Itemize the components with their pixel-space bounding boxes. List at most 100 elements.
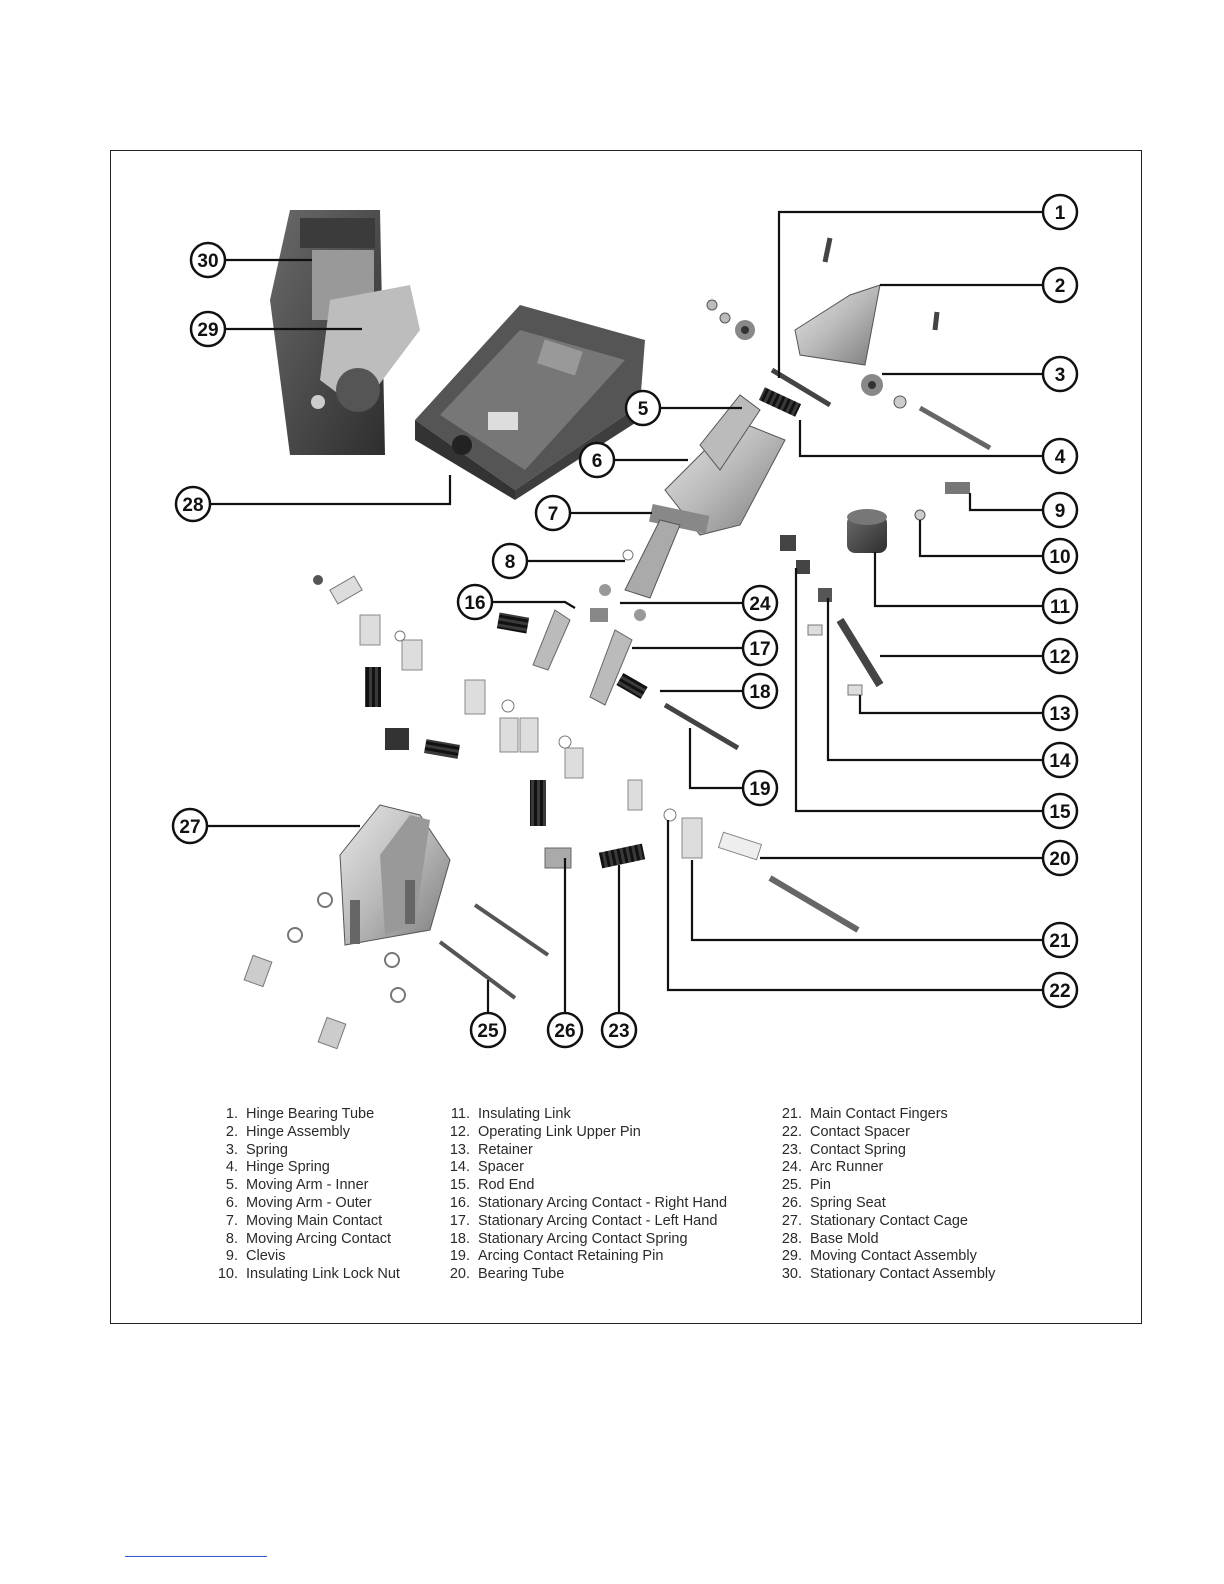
moving-arm-illustration [624, 394, 786, 599]
callout-6: 6 [578, 441, 616, 479]
svg-text:28: 28 [182, 495, 203, 516]
legend-column-2: 11.Insulating Link 12.Operating Link Upp… [444, 1106, 727, 1284]
callout-26: 26 [546, 1011, 584, 1049]
legend-item: 8.Moving Arcing Contact [225, 1230, 392, 1247]
footnote-rule [125, 1556, 267, 1557]
legend-item: 19.Arcing Contact Retaining Pin [449, 1248, 664, 1265]
legend-item: 28.Base Mold [781, 1230, 879, 1247]
callout-2: 2 [1041, 266, 1079, 304]
legend-column-3: 21.Main Contact Fingers 22.Contact Space… [776, 1106, 996, 1284]
svg-text:13: 13 [1049, 704, 1070, 725]
svg-text:4: 4 [1055, 447, 1066, 468]
svg-text:27: 27 [179, 817, 200, 838]
callout-12: 12 [1041, 637, 1079, 675]
callout-5: 5 [624, 389, 662, 427]
base-mold-illustration [415, 305, 645, 500]
callout-13: 13 [1041, 694, 1079, 732]
callout-9: 9 [1041, 491, 1079, 529]
legend-item: 23.Contact Spring [781, 1141, 906, 1158]
legend-item: 30.Stationary Contact Assembly [781, 1266, 996, 1283]
svg-text:6: 6 [592, 451, 603, 472]
legend-item: 2.Hinge Assembly [225, 1123, 350, 1140]
exploded-parts-diagram: 1 2 3 4 5 6 7 8 9 10 11 12 13 14 15 16 1… [171, 193, 1079, 1050]
legend-item: 18.Stationary Arcing Contact Spring [449, 1230, 688, 1247]
callout-23: 23 [600, 1011, 638, 1049]
legend-item: 22.Contact Spacer [781, 1123, 910, 1140]
callouts: 1 2 3 4 5 6 7 8 9 10 11 12 13 14 15 16 1… [171, 193, 1079, 1049]
legend-item: 25.Pin [781, 1177, 831, 1194]
svg-text:16: 16 [464, 593, 485, 614]
figure-frame [110, 150, 1142, 1324]
callout-1: 1 [1041, 193, 1079, 231]
svg-text:22: 22 [1049, 981, 1070, 1002]
svg-text:12: 12 [1049, 647, 1070, 668]
svg-text:21: 21 [1049, 931, 1071, 952]
callout-3: 3 [1041, 355, 1079, 393]
svg-text:7: 7 [548, 504, 559, 525]
callout-25: 25 [469, 1011, 507, 1049]
svg-text:11: 11 [1050, 597, 1071, 618]
svg-text:29: 29 [197, 320, 218, 341]
callout-11: 11 [1041, 587, 1079, 625]
legend-item: 6.Moving Arm - Outer [225, 1194, 372, 1211]
hinge-assembly-illustration [706, 237, 992, 451]
legend-item: 21.Main Contact Fingers [781, 1106, 948, 1122]
callout-27: 27 [171, 807, 209, 845]
stationary-contact-parts-illustration [313, 549, 860, 933]
legend-item: 17.Stationary Arcing Contact - Left Hand [449, 1212, 718, 1229]
legend-item: 11.Insulating Link [450, 1106, 571, 1122]
callout-10: 10 [1041, 537, 1079, 575]
svg-text:30: 30 [197, 251, 218, 272]
callout-7: 7 [534, 494, 572, 532]
callout-21: 21 [1041, 921, 1079, 959]
callout-17: 17 [741, 629, 779, 667]
legend-item: 14.Spacer [449, 1159, 524, 1176]
legend-item: 12.Operating Link Upper Pin [449, 1123, 641, 1140]
svg-text:23: 23 [608, 1021, 629, 1042]
svg-text:3: 3 [1055, 365, 1066, 386]
stationary-contact-assembly-illustration [270, 210, 420, 455]
callout-8: 8 [491, 542, 529, 580]
legend-item: 4.Hinge Spring [225, 1159, 330, 1176]
legend-item: 24.Arc Runner [781, 1159, 884, 1176]
stationary-contact-cage-illustration [243, 804, 550, 1050]
legend-item: 1.Hinge Bearing Tube [225, 1106, 375, 1122]
callout-24: 24 [741, 584, 779, 622]
svg-text:8: 8 [505, 552, 516, 573]
leader-lines [207, 210, 1043, 1013]
legend-item: 29.Moving Contact Assembly [781, 1248, 977, 1265]
legend-column-1: 1.Hinge Bearing Tube 2.Hinge Assembly 3.… [212, 1106, 400, 1284]
legend-item: 13.Retainer [449, 1141, 533, 1158]
callout-14: 14 [1041, 741, 1079, 779]
svg-text:14: 14 [1049, 751, 1071, 772]
legend-item: 20.Bearing Tube [449, 1266, 565, 1283]
callout-19: 19 [741, 769, 779, 807]
callout-20: 20 [1041, 839, 1079, 877]
callout-30: 30 [189, 241, 227, 279]
legend-item: 10.Insulating Link Lock Nut [217, 1266, 400, 1283]
svg-text:17: 17 [749, 639, 770, 660]
callout-22: 22 [1041, 971, 1079, 1009]
svg-text:18: 18 [749, 682, 770, 703]
insulating-link-illustration [780, 482, 970, 696]
svg-text:1: 1 [1055, 203, 1066, 224]
legend-item: 16.Stationary Arcing Contact - Right Han… [449, 1194, 728, 1211]
svg-text:9: 9 [1055, 501, 1066, 522]
svg-text:15: 15 [1049, 802, 1071, 823]
legend-item: 5.Moving Arm - Inner [225, 1177, 369, 1194]
svg-text:19: 19 [749, 779, 770, 800]
svg-text:5: 5 [638, 399, 649, 420]
svg-text:2: 2 [1055, 276, 1066, 297]
svg-text:24: 24 [749, 594, 771, 615]
legend-item: 26.Spring Seat [781, 1194, 886, 1211]
callout-16: 16 [456, 583, 494, 621]
svg-text:10: 10 [1049, 547, 1070, 568]
legend-item: 9.Clevis [225, 1248, 286, 1265]
legend-item: 27.Stationary Contact Cage [781, 1212, 968, 1229]
svg-text:20: 20 [1049, 849, 1070, 870]
callout-4: 4 [1041, 437, 1079, 475]
legend-item: 7.Moving Main Contact [225, 1212, 383, 1229]
callout-15: 15 [1041, 792, 1079, 830]
svg-text:26: 26 [554, 1021, 575, 1042]
svg-text:25: 25 [477, 1021, 499, 1042]
